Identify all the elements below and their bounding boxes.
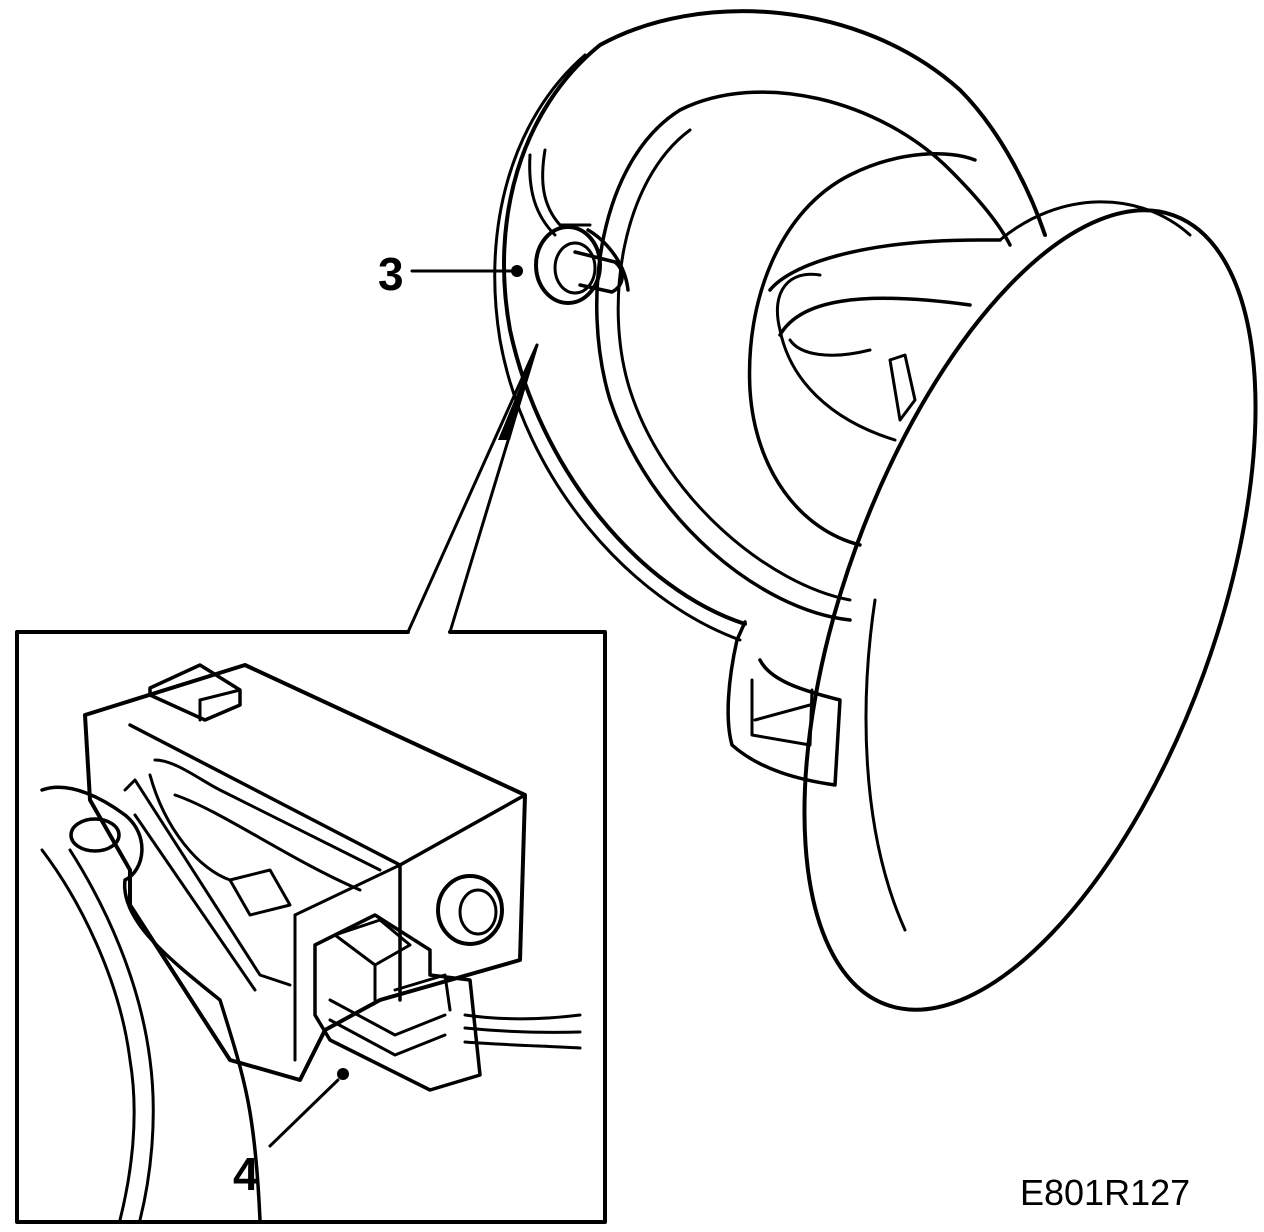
detail-inset: 4	[15, 630, 607, 1224]
reference-code: E801R127	[1020, 1172, 1190, 1213]
fuel-filler-housing	[493, 9, 1047, 787]
callout-4-label: 4	[233, 1148, 259, 1200]
callout-4-dot	[337, 1068, 349, 1080]
callout-4-leader	[268, 1078, 340, 1148]
callout-3-dot	[511, 265, 523, 277]
electrical-connector	[313, 913, 482, 1092]
fuel-cap	[802, 200, 1258, 1012]
detail-view-pointer	[406, 343, 539, 634]
locking-pin	[511, 225, 630, 305]
lock-actuator	[83, 663, 527, 1082]
connector-wires	[463, 1013, 582, 1050]
callout-3-label: 3	[378, 248, 404, 300]
